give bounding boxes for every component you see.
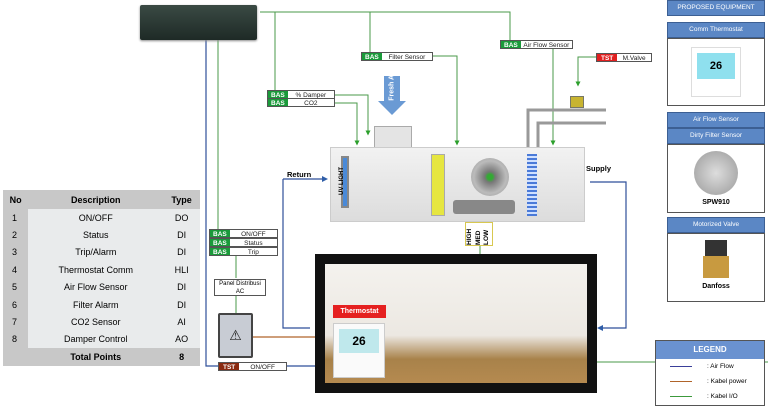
comm-thermostat-image: 26 xyxy=(667,38,765,106)
motorized-valve-icon xyxy=(570,96,584,108)
cooling-coil xyxy=(527,154,537,216)
fresh-air-damper xyxy=(374,126,412,148)
fan-speed-box: HIGH MED LOW xyxy=(465,222,493,246)
legend-item-power: : Kabel power xyxy=(656,374,764,389)
ahu-unit: UV LIGHT xyxy=(330,147,585,222)
thermostat-display: 26 xyxy=(339,329,379,353)
supply-label: Supply xyxy=(586,164,612,173)
speed-high: HIGH xyxy=(466,228,473,245)
fan-icon xyxy=(471,158,509,196)
uv-label: UV LIGHT xyxy=(339,167,345,195)
thermostat-device: 26 xyxy=(333,323,385,378)
panel-label: Panel Distribusi AC xyxy=(214,279,266,296)
legend-title: LEGEND xyxy=(656,341,764,359)
uv-light xyxy=(341,156,349,208)
spw910-image: SPW910 xyxy=(667,144,765,213)
legend-item-io: : Kabel I/O xyxy=(656,389,764,404)
comm-thermostat-header: Comm Thermostat xyxy=(667,22,765,38)
speed-low: LOW xyxy=(483,229,491,245)
fresh-air-arrow xyxy=(384,76,400,102)
filter-coil xyxy=(431,154,445,216)
motorized-valve-header: Motorized Valve xyxy=(667,217,765,233)
col-description: Description xyxy=(71,194,121,205)
bas-controller xyxy=(140,5,257,40)
danfoss-valve-image: Danfoss xyxy=(667,233,765,302)
electrical-panel-icon: ⚠ xyxy=(218,313,253,358)
fresh-air-label: Fresh Air xyxy=(388,70,396,101)
airflow-sensor-header: Air Flow Sensor xyxy=(667,112,765,128)
col-no: No xyxy=(9,194,22,205)
proposed-equipment-title: PROPOSED EQUIPMENT xyxy=(667,0,765,16)
return-label: Return xyxy=(287,170,312,179)
col-type: Type xyxy=(171,194,192,205)
legend-item-airflow: : Air Flow xyxy=(656,359,764,374)
thermostat-label: Thermostat xyxy=(333,305,386,318)
legend: LEGEND : Air Flow : Kabel power : Kabel … xyxy=(655,340,765,406)
dirty-filter-header: Dirty Filter Sensor xyxy=(667,128,765,144)
